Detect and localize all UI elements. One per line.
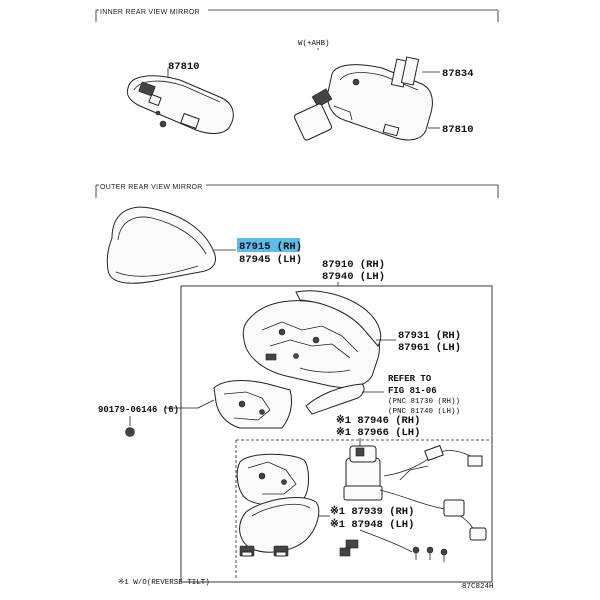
part-87948: ※1 87948 (LH) (330, 518, 414, 531)
part-87810-b: 87810 (442, 124, 474, 136)
part-87945[interactable]: 87945 (LH) (239, 254, 302, 266)
refer-line2: FIG 81-06 (388, 386, 437, 396)
inner-section-header: INNER REAR VIEW MIRROR (95, 9, 499, 22)
assembly-frame (180, 285, 493, 583)
part-87834: 87834 (442, 68, 474, 80)
bolt-icon (125, 427, 135, 437)
mirror-housing-assembly (242, 290, 382, 389)
mirror-actuator-motor (343, 445, 383, 501)
mirror-cover-87834 (390, 56, 420, 88)
figure-code: 87C824H (462, 583, 494, 591)
refer-line1: REFER TO (388, 374, 432, 384)
highlight-87915 (237, 238, 300, 252)
part-87946: ※1 87946 (RH) (336, 414, 420, 427)
small-clips (412, 546, 448, 562)
small-connectors (239, 545, 289, 557)
inner-mirror-rear-view (126, 75, 234, 134)
part-87931: 87931 (RH) (398, 330, 461, 342)
outer-section-header: OUTER REAR VIEW MIRROR (95, 184, 499, 198)
refer-line4: (PNC 81740 (LH)) (388, 408, 460, 416)
mirror-glass (239, 496, 320, 553)
part-87961: 87961 (LH) (398, 342, 461, 354)
part-87940: 87940 (LH) (322, 271, 385, 283)
part-87915[interactable]: 87915 (RH) (239, 241, 302, 253)
inner-variant-note: W(+AHB) (298, 40, 330, 48)
footnote: ※1 W/O(REVERSE TILT) (118, 578, 210, 587)
wire-harness (339, 444, 487, 557)
part-87966: ※1 87966 (LH) (336, 426, 420, 439)
inner-section-title: INNER REAR VIEW MIRROR (100, 9, 200, 16)
part-87910: 87910 (RH) (322, 259, 385, 271)
outer-mirror-cover (106, 206, 216, 284)
refer-note: REFER TO FIG 81-06 (PNC 81730 (RH)) (PNC… (388, 374, 460, 416)
turn-signal-lens (305, 383, 365, 415)
part-90179: 90179-06146 (6) (98, 405, 179, 415)
part-87939: ※1 87939 (RH) (330, 505, 414, 518)
outer-section-title: OUTER REAR VIEW MIRROR (100, 184, 203, 191)
part-87810-a: 87810 (168, 61, 200, 73)
refer-line3: (PNC 81730 (RH)) (388, 398, 460, 406)
mirror-mount-bracket (213, 380, 293, 429)
